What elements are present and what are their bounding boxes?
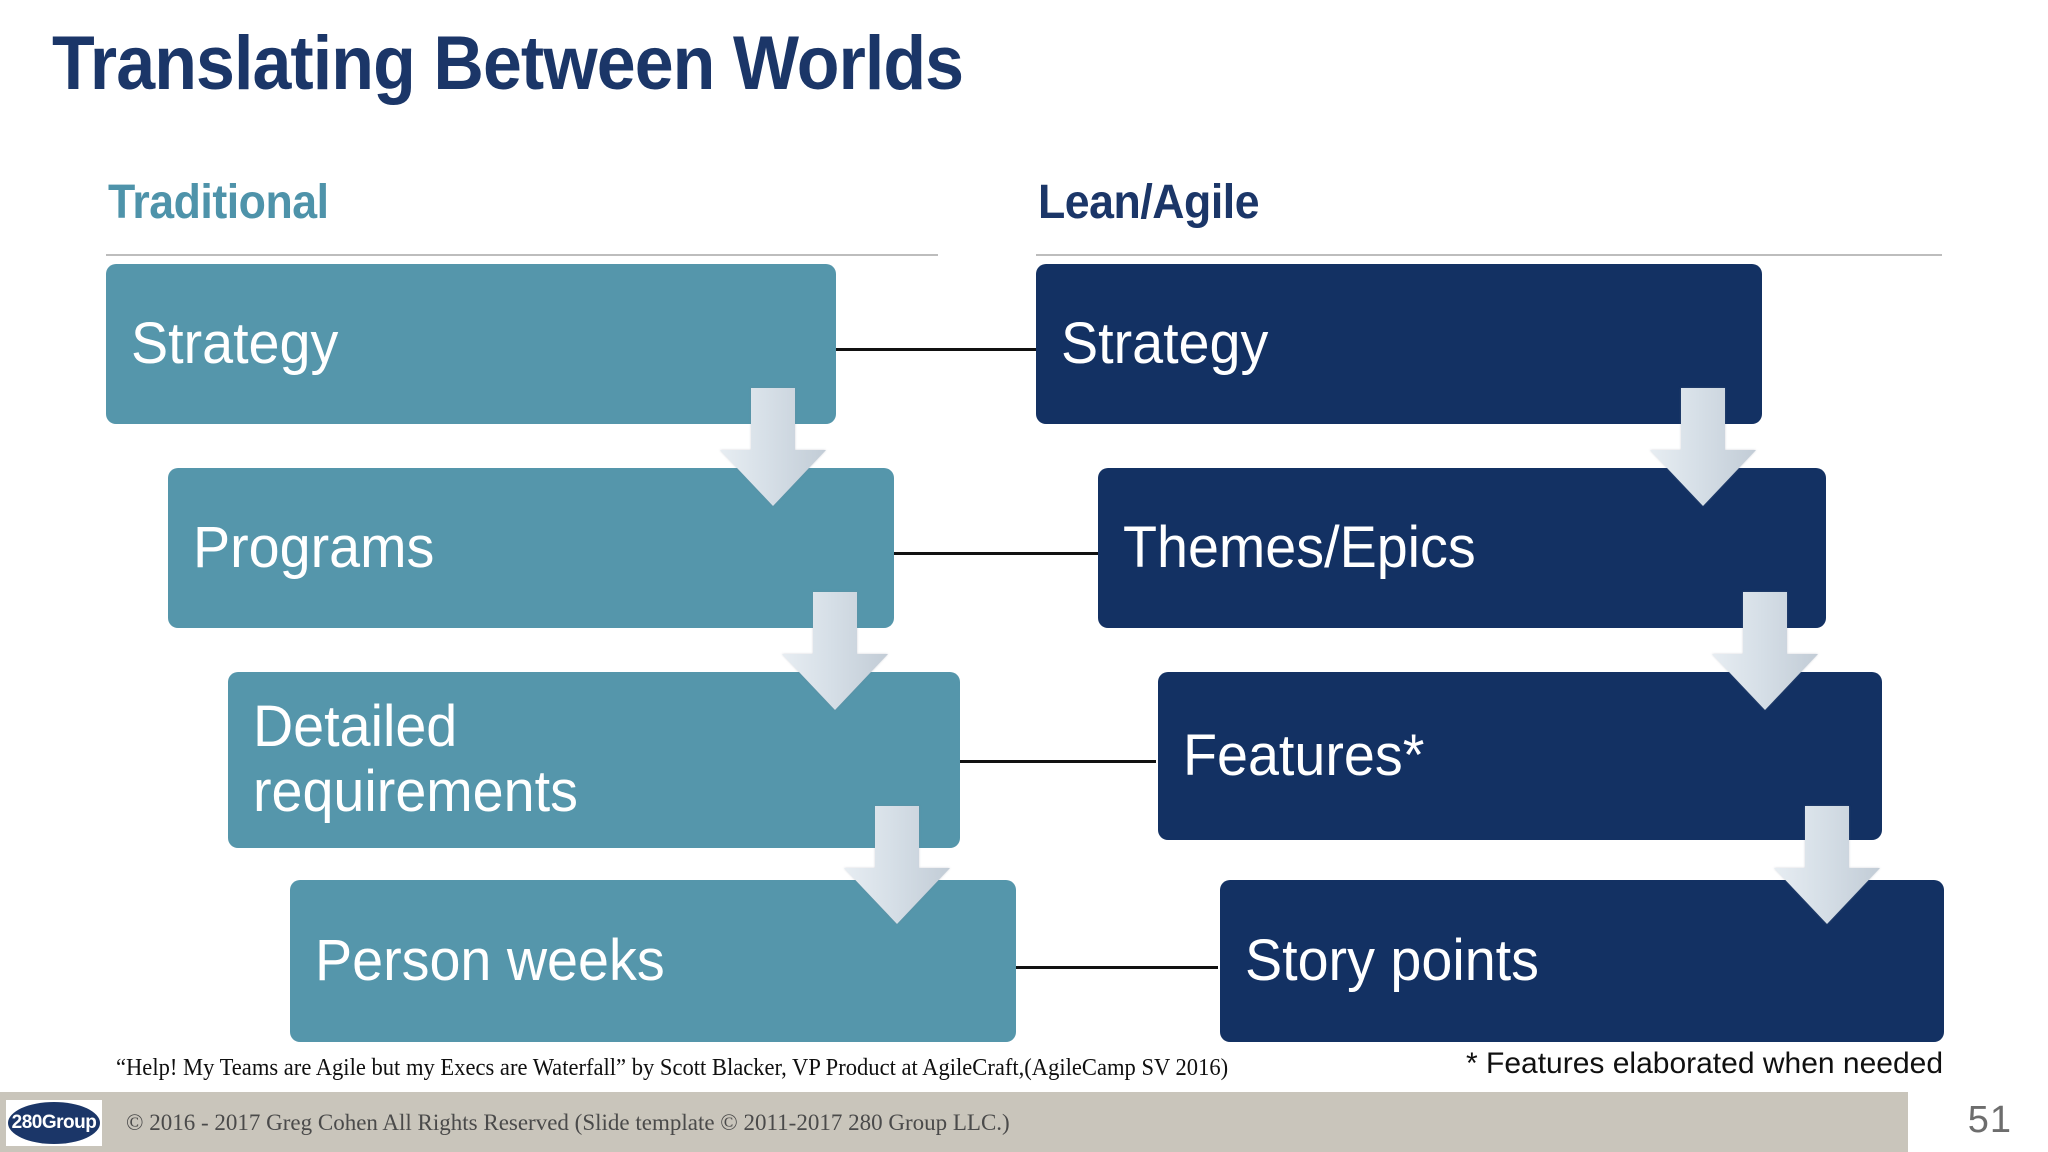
features-footnote: * Features elaborated when needed [1466, 1047, 1944, 1080]
node-label: Story points [1244, 927, 1539, 993]
connector-strategy [836, 348, 1036, 351]
node-label: Themes/Epics [1122, 514, 1476, 580]
node-label: Person weeks [314, 927, 665, 993]
connector-personweeks [1016, 966, 1218, 969]
down-arrow-icon [720, 388, 826, 506]
page-number: 51 [1967, 1099, 2012, 1141]
down-arrow-icon [844, 806, 950, 924]
citation-text: “Help! My Teams are Agile but my Execs a… [116, 1055, 1229, 1081]
node-label: Strategy [130, 310, 339, 376]
logo-text: 280Group [8, 1102, 100, 1144]
logo-280group: 280Group [6, 1100, 102, 1146]
node-label: Programs [192, 514, 435, 580]
down-arrow-icon [1650, 388, 1756, 506]
down-arrow-icon [1712, 592, 1818, 710]
footer-bar: 280Group © 2016 - 2017 Greg Cohen All Ri… [0, 1092, 2048, 1152]
down-arrow-icon [782, 592, 888, 710]
down-arrow-icon [1774, 806, 1880, 924]
node-traditional-strategy[interactable]: Strategy [106, 264, 836, 424]
divider-left [106, 254, 938, 256]
node-traditional-detailed-requirements[interactable]: Detailed requirements [228, 672, 960, 848]
column-heading-lean-agile: Lean/Agile [1038, 176, 1260, 229]
divider-right [1036, 254, 1942, 256]
node-label: Features* [1182, 722, 1425, 788]
column-heading-traditional: Traditional [108, 176, 329, 229]
footer-right-spacer [1908, 1092, 2048, 1152]
node-label: Strategy [1060, 310, 1269, 376]
copyright-text: © 2016 - 2017 Greg Cohen All Rights Rese… [126, 1110, 1010, 1135]
page-title: Translating Between Worlds [52, 21, 964, 106]
connector-detailed [960, 760, 1156, 763]
node-label: Detailed requirements [252, 694, 578, 824]
node-agile-strategy[interactable]: Strategy [1036, 264, 1762, 424]
connector-programs [894, 552, 1100, 555]
